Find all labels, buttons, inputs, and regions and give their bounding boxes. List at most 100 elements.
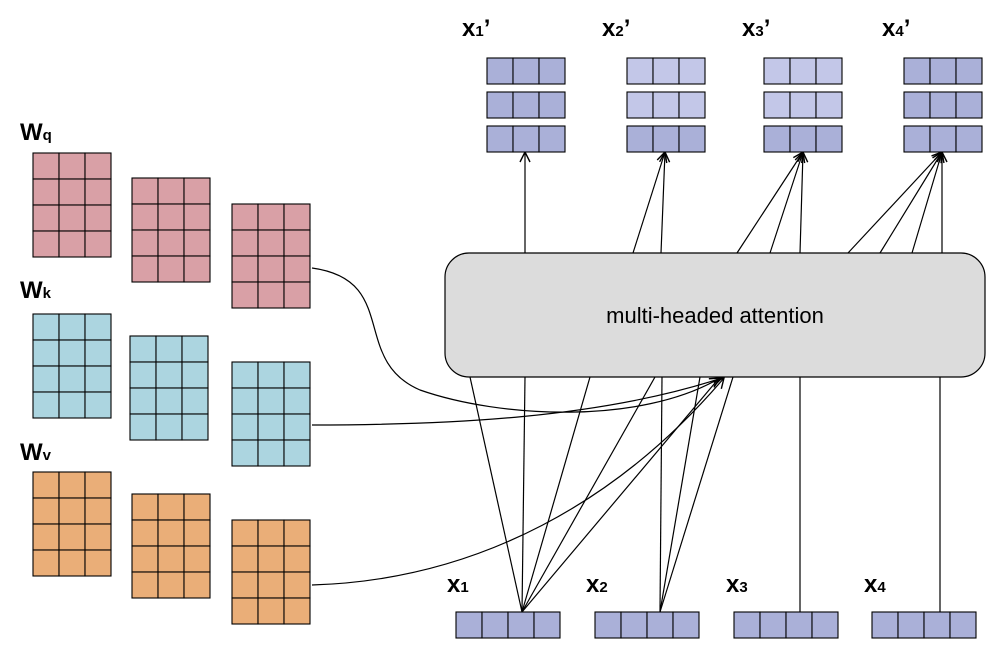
vector-cell: [929, 125, 957, 153]
vector-cell: [785, 611, 813, 639]
output-1-vector-2: [486, 91, 566, 119]
weight-k-matrix-3: [231, 361, 311, 467]
output-2-label: x2’: [602, 15, 630, 42]
matrix-cell: [231, 361, 259, 389]
weight-matrices: [32, 152, 311, 625]
vector-cell: [815, 125, 843, 153]
matrix-cell: [181, 413, 209, 441]
matrix-cell: [58, 152, 86, 180]
matrix-cell: [181, 387, 209, 415]
matrix-cell: [58, 178, 86, 206]
matrix-cell: [32, 313, 60, 341]
vector-cell: [652, 125, 680, 153]
vector-cell: [512, 57, 540, 85]
vector-cell: [903, 57, 931, 85]
vector-cell: [789, 91, 817, 119]
matrix-cell: [58, 497, 86, 525]
matrix-cell: [155, 335, 183, 363]
matrix-cell: [231, 203, 259, 231]
matrix-cell: [131, 571, 159, 599]
vector-cell: [626, 91, 654, 119]
vector-cell: [507, 611, 535, 639]
matrix-cell: [84, 549, 112, 577]
matrix-cell: [283, 439, 311, 467]
vector-cell: [903, 91, 931, 119]
vector-cell: [949, 611, 977, 639]
matrix-cell: [257, 439, 285, 467]
vector-cell: [512, 125, 540, 153]
vector-cell: [652, 91, 680, 119]
input-1-connector: [521, 376, 721, 613]
matrix-cell: [32, 549, 60, 577]
matrix-cell: [283, 597, 311, 625]
vector-cell: [903, 125, 931, 153]
matrix-cell: [181, 335, 209, 363]
weight-k-curve: [311, 378, 722, 426]
vector-cell: [897, 611, 925, 639]
vector-cell: [486, 125, 514, 153]
input-vector-4: [871, 611, 977, 639]
output-4-label: x4’: [882, 15, 910, 42]
vector-cell: [871, 611, 899, 639]
input-1-label: x1: [447, 571, 469, 598]
matrix-cell: [131, 177, 159, 205]
vector-cell: [815, 91, 843, 119]
matrix-cell: [257, 545, 285, 573]
input-2-connector: [659, 376, 701, 613]
matrix-cell: [32, 230, 60, 258]
matrix-cell: [84, 471, 112, 499]
matrix-cell: [84, 497, 112, 525]
output-2-vector-2: [626, 91, 706, 119]
matrix-cell: [84, 230, 112, 258]
matrix-cell: [231, 519, 259, 547]
matrix-cell: [157, 519, 185, 547]
vector-cell: [538, 91, 566, 119]
input-vector-2: [594, 611, 700, 639]
vector-cell: [929, 91, 957, 119]
matrix-cell: [257, 229, 285, 257]
matrix-cell: [32, 339, 60, 367]
vector-cell: [481, 611, 509, 639]
matrix-cell: [155, 361, 183, 389]
vector-cell: [512, 91, 540, 119]
input-1-connector: [521, 376, 591, 613]
matrix-cell: [183, 545, 211, 573]
input-2-label: x2: [586, 571, 608, 598]
weight-v-curve: [311, 378, 724, 586]
weight-v-label: Wv: [20, 439, 52, 466]
matrix-cell: [157, 493, 185, 521]
matrix-cell: [231, 255, 259, 283]
output-3-vector-1: [763, 57, 843, 85]
input-3-label: x3: [726, 571, 748, 598]
vector-cell: [815, 57, 843, 85]
vector-cell: [759, 611, 787, 639]
input-1-connector: [521, 376, 656, 613]
output-labels: x1’ x2’ x3’ x4’: [462, 15, 910, 42]
matrix-cell: [231, 413, 259, 441]
weight-labels: Wq Wk Wv: [20, 119, 52, 466]
matrix-cell: [32, 497, 60, 525]
output-2-vector-1: [626, 57, 706, 85]
input-vector-3: [733, 611, 839, 639]
vector-cell: [811, 611, 839, 639]
matrix-cell: [257, 387, 285, 415]
vector-cell: [955, 91, 983, 119]
vector-cell: [929, 57, 957, 85]
matrix-cell: [283, 387, 311, 415]
matrix-cell: [131, 545, 159, 573]
output-4-connector: [879, 152, 942, 254]
output-2-connector: [632, 152, 665, 254]
matrix-cell: [84, 391, 112, 419]
matrix-cell: [157, 571, 185, 599]
output-1-vector-3: [486, 125, 566, 153]
vector-cell: [678, 57, 706, 85]
matrix-cell: [157, 545, 185, 573]
vector-cell: [789, 125, 817, 153]
matrix-cell: [283, 545, 311, 573]
matrix-cell: [131, 519, 159, 547]
matrix-cell: [84, 339, 112, 367]
vector-cell: [955, 57, 983, 85]
matrix-cell: [58, 549, 86, 577]
